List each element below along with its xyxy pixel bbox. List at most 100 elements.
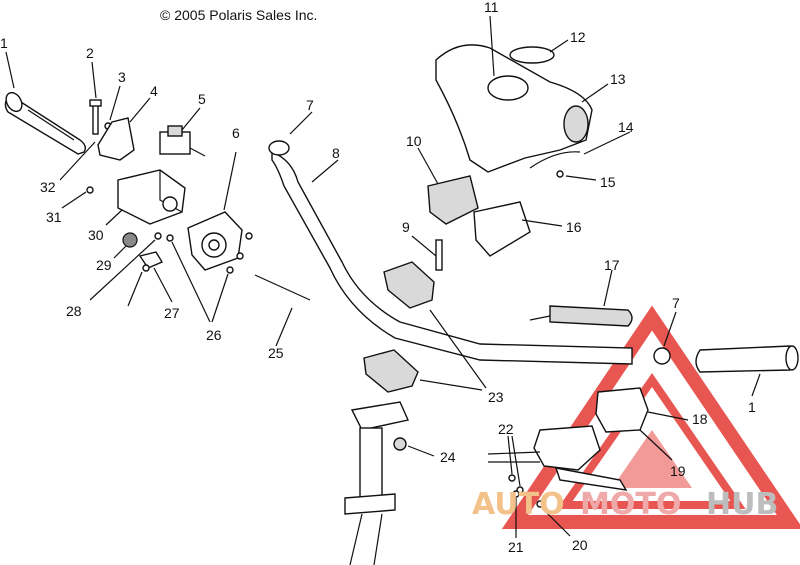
callout-13: 13 — [610, 71, 626, 87]
callout-30: 30 — [88, 227, 104, 243]
callout-12: 12 — [570, 29, 586, 45]
callout-25: 25 — [268, 345, 284, 361]
leader-8 — [311, 159, 339, 183]
leader-16 — [521, 219, 563, 227]
screw-28 — [154, 232, 162, 240]
callout-22: 22 — [498, 421, 514, 437]
leader-3 — [109, 85, 121, 121]
switch-5 — [159, 125, 206, 157]
callout-32: 32 — [40, 179, 56, 195]
cover-16 — [473, 201, 531, 257]
wire-14 — [529, 151, 581, 169]
leader-26 — [127, 271, 143, 307]
switch-housing-30 — [117, 169, 186, 225]
callout-7-right: 7 — [672, 295, 680, 311]
handlebar-8 — [268, 140, 633, 365]
callout-26-right: 26 — [206, 327, 222, 343]
clip-26-27 — [138, 251, 164, 269]
watermark-auto: AUTO — [472, 487, 565, 522]
leader-29 — [113, 245, 127, 259]
leader-27 — [153, 267, 173, 303]
callout-11: 11 — [484, 0, 499, 15]
callout-1-right: 1 — [748, 399, 756, 415]
leader-32 — [59, 141, 96, 181]
leader-18 — [647, 411, 689, 421]
callout-10: 10 — [406, 133, 422, 149]
leader-25 — [275, 307, 293, 347]
leader-12 — [549, 39, 569, 53]
screw-21 — [512, 490, 520, 498]
leader-31 — [61, 191, 87, 209]
leader-17 — [603, 269, 613, 307]
cable-25 — [254, 274, 311, 301]
leader-19 — [639, 429, 673, 461]
callout-16: 16 — [566, 219, 582, 235]
leader-7b — [663, 311, 677, 347]
watermark-moto: MOTO — [580, 487, 681, 522]
leader-22b — [511, 435, 521, 487]
leader-20 — [541, 507, 571, 537]
callout-8: 8 — [332, 145, 340, 161]
leader-15 — [565, 175, 597, 181]
callout-17: 17 — [604, 257, 620, 273]
copyright-text: © 2005 Polaris Sales Inc. — [160, 7, 317, 23]
leader-14 — [583, 131, 631, 155]
callout-9: 9 — [402, 219, 410, 235]
leader-1b — [751, 373, 761, 397]
leader-23a — [429, 309, 487, 389]
leader-30 — [105, 209, 123, 226]
callout-27: 27 — [164, 305, 180, 321]
leader-24 — [407, 445, 435, 457]
callout-3: 3 — [118, 69, 126, 85]
clamp-upper — [383, 261, 435, 309]
throttle-housing-6 — [187, 211, 243, 271]
cover-10 — [427, 175, 479, 225]
callout-24: 24 — [440, 449, 456, 465]
bracket-4 — [97, 117, 135, 161]
watermark-text: AUTO MOTO HUB — [472, 487, 778, 522]
nut-24 — [393, 437, 407, 451]
callout-14: 14 — [618, 119, 634, 135]
leader-6 — [223, 151, 237, 211]
callout-31: 31 — [46, 209, 62, 225]
master-cylinder-18 — [595, 387, 649, 433]
callout-29: 29 — [96, 257, 112, 273]
clamp-lower — [363, 349, 419, 393]
leader-10 — [417, 147, 439, 185]
callout-19: 19 — [670, 463, 686, 479]
callout-4: 4 — [150, 83, 158, 99]
leader-23b — [419, 379, 483, 391]
screw-31 — [86, 186, 94, 194]
bolt-2 — [89, 99, 102, 135]
callout-18: 18 — [692, 411, 708, 427]
callout-28: 28 — [66, 303, 82, 319]
hood-13 — [435, 44, 593, 173]
right-grip-1 — [695, 345, 799, 373]
leader-2 — [91, 61, 97, 99]
callout-7-left: 7 — [306, 97, 314, 113]
leader-5 — [181, 107, 201, 131]
brake-lever — [487, 425, 628, 491]
leader-26c — [211, 273, 229, 323]
leader-7a — [289, 111, 313, 135]
callout-20: 20 — [572, 537, 588, 553]
callout-6: 6 — [232, 125, 240, 141]
callout-2: 2 — [86, 45, 94, 61]
decal-12 — [509, 46, 555, 64]
leader-1a — [5, 51, 15, 89]
screw-20 — [536, 500, 544, 508]
screw-15 — [556, 170, 564, 178]
leader-28 — [89, 239, 156, 301]
steering-post — [344, 401, 409, 565]
bolt-9 — [435, 239, 443, 271]
callout-15: 15 — [600, 174, 616, 190]
leader-4 — [129, 97, 151, 123]
right-grip-17 — [529, 305, 633, 327]
callout-1-left: 1 — [0, 35, 8, 51]
callout-21: 21 — [508, 539, 524, 555]
watermark-hub: HUB — [706, 487, 778, 522]
plug-7b — [653, 347, 671, 365]
nut-29 — [122, 232, 138, 248]
callout-23: 23 — [488, 389, 504, 405]
